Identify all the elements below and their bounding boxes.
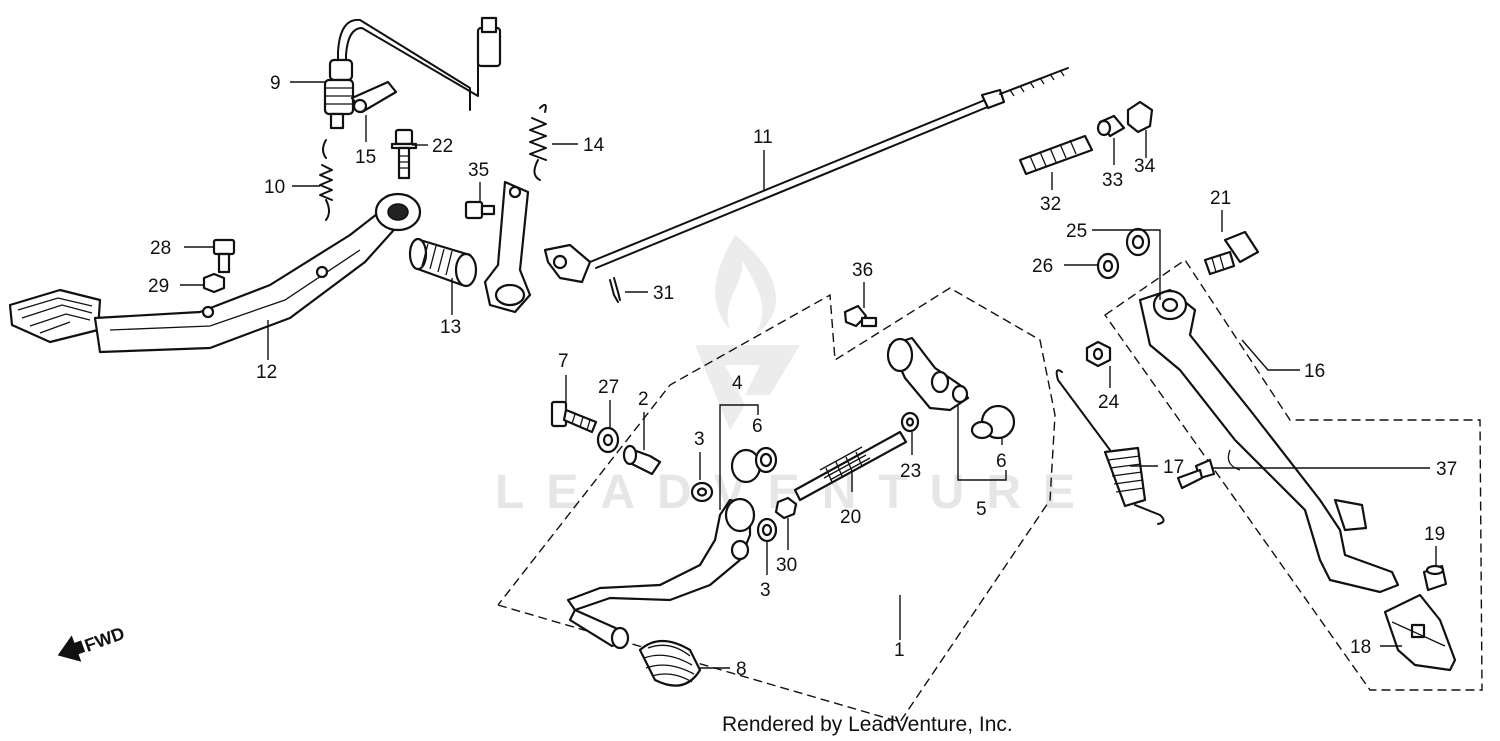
washer-3-upper [690,481,714,503]
tie-rod-20 [793,430,908,502]
callout-6a: 6 [752,416,763,437]
callout-15: 15 [355,147,376,168]
fwd-arrow-icon: FWD [57,623,127,662]
callout-12: 12 [256,362,277,383]
collar-19 [1422,564,1448,592]
nut-34 [1126,100,1154,134]
callout-5: 5 [976,499,987,520]
bolt-28 [212,238,236,274]
callout-6b: 6 [996,451,1007,472]
callout-29: 29 [148,276,169,297]
pivot-bolt-7 [550,400,598,434]
brake-spring [319,139,333,221]
spring-32 [1018,134,1094,176]
fwd-label: FWD [82,623,127,656]
washer-26 [1096,252,1120,280]
callout-7: 7 [558,351,569,372]
shift-arm-joint [886,336,970,412]
callout-34: 34 [1134,156,1156,177]
callout-11: 11 [753,127,773,148]
callout-13: 13 [440,317,461,338]
callout-32: 32 [1040,194,1061,215]
pedal-rubber-8 [638,639,702,687]
callout-35: 35 [468,160,489,181]
rubber-6-lower [970,404,1016,440]
collar-33 [1096,114,1126,138]
brake-arm-shaft [408,180,532,314]
callout-25: 25 [1066,221,1087,242]
bolt-35 [464,200,496,220]
washer-3-lower [756,517,778,543]
callout-14: 14 [583,135,605,156]
side-stand [1138,288,1400,594]
callout-22: 22 [432,136,453,157]
rear-brake-pedal [8,192,422,354]
nut-23 [900,411,920,433]
callout-1: 1 [894,640,905,661]
cotter-pin [609,277,621,303]
callout-18: 18 [1350,637,1371,658]
side-stand-outline [1104,259,1483,691]
callout-numbers: 9 15 22 10 14 35 11 28 29 12 13 31 36 7 … [148,73,1457,680]
bolt-37 [1176,458,1216,490]
collar-2 [622,444,662,476]
callout-33: 33 [1102,170,1123,191]
pivot-bolt-21 [1203,230,1260,276]
washer-27 [596,426,620,454]
callout-17: 17 [1163,457,1184,478]
washer-25 [1125,227,1151,257]
bolt-36 [843,304,878,328]
nut-24 [1085,340,1112,368]
callout-2: 2 [638,389,649,410]
leadventure-watermark: LEADVENTURE [495,235,1075,519]
callout-30: 30 [776,555,797,576]
callout-27: 27 [598,377,619,398]
callout-8: 8 [736,659,747,680]
nut-29 [202,272,226,294]
brake-rod [543,67,1069,284]
callout-3a: 3 [694,429,705,450]
spring-17 [1055,369,1165,525]
callout-24: 24 [1098,392,1120,413]
callout-16: 16 [1304,361,1325,382]
callout-19: 19 [1424,524,1445,545]
leader-lines [180,81,1437,669]
gear-pedal-group-outline [497,287,1056,723]
callout-21: 21 [1210,188,1231,209]
callout-23: 23 [900,461,921,482]
brake-light-switch [323,16,502,130]
callout-37: 37 [1436,459,1457,480]
callout-10: 10 [264,177,285,198]
callout-3b: 3 [760,580,771,601]
callout-36: 36 [852,260,873,281]
callout-20: 20 [840,507,861,528]
callout-9: 9 [270,73,281,94]
stand-rubber-18 [1383,593,1457,672]
render-credit: Rendered by LeadVenture, Inc. [722,713,1013,736]
rubber-6-upper [730,446,778,484]
callout-31: 31 [653,283,674,304]
nut-30 [774,496,798,520]
bolt-22 [390,128,418,180]
callout-28: 28 [150,238,171,259]
gear-change-pedal [566,497,756,650]
callout-4: 4 [732,373,743,394]
return-spring [529,103,547,181]
callout-26: 26 [1032,256,1053,277]
